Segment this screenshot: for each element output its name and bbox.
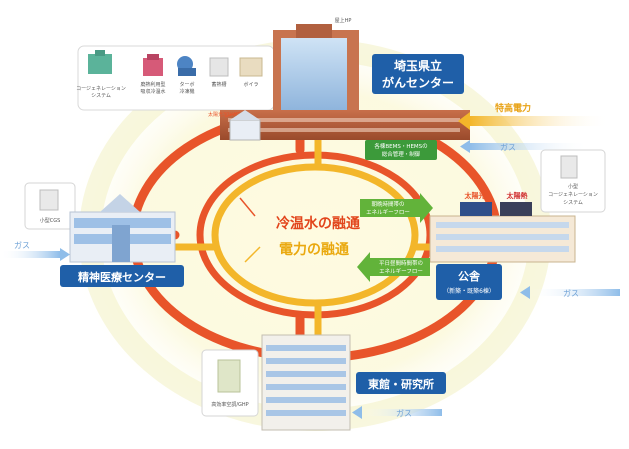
- gas-arrow-east-wing: ガス: [352, 406, 442, 419]
- helipad-label: 屋上HP: [335, 17, 352, 24]
- public-housing-building: 太陽光 太陽熱 小型 コージェネレーション システム: [429, 149, 606, 263]
- public-housing-subtitle: （新築・既築6棟）: [443, 287, 495, 295]
- equipment-label-cogeneration-2: システム: [91, 93, 111, 99]
- ghp-label: 高効率空調/GHP: [211, 401, 248, 408]
- equipment-label-boiler: ボイラ: [243, 81, 258, 88]
- public-housing-title-text: 公舎: [458, 269, 481, 283]
- morning-evening-flow-arrow: 朝晩時間帯の エネルギーフロー: [360, 193, 433, 223]
- ghp-icon: [217, 359, 241, 393]
- power-pointer: [244, 246, 261, 263]
- gas-label-cancer-center: ガス: [500, 142, 516, 152]
- morning-evening-flow-line2: エネルギーフロー: [366, 209, 410, 216]
- weekday-daytime-flow-line1: 平日昼間時間帯の: [379, 259, 423, 267]
- cogeneration-icon: [88, 54, 112, 74]
- small-cogen-label-1: 小型: [568, 183, 578, 190]
- small-cogen-label-2: コージェネレーション: [548, 192, 598, 198]
- cancer-center-building: コージェネレーション システム 廃熱利用型 吸収冷温水 ターボ 冷凍機 蓄熱槽 …: [76, 17, 470, 160]
- equipment-label-turbo: ターボ: [179, 81, 194, 88]
- absorption-chiller-icon: [143, 58, 163, 76]
- small-cogen-panel: [540, 149, 606, 213]
- solar-thermal-label: 太陽熱: [507, 191, 528, 200]
- weekday-daytime-flow-line2: エネルギーフロー: [379, 268, 423, 275]
- psychiatric-center-building: 小型CGS: [24, 182, 176, 263]
- east-wing-title: 東館・研究所: [356, 372, 446, 394]
- small-cgs-label: 小型CGS: [40, 217, 61, 224]
- east-wing-title-text: 東館・研究所: [368, 377, 434, 391]
- cold-water-pointer: [239, 197, 256, 217]
- bems-label-box: [365, 140, 437, 160]
- special-power-arrow: 特高電力: [458, 102, 610, 130]
- solar-thermal-panel: [500, 202, 532, 216]
- gas-arrow-psychiatric: ガス: [0, 240, 70, 261]
- power-label: 電力の融通: [279, 241, 349, 258]
- bems-label-line1: 各棟BEMS・HEMSの: [374, 142, 427, 150]
- small-cogen-icon: [560, 155, 578, 179]
- cold-water-label: 冷温水の融通: [276, 215, 360, 232]
- cancer-center-title: 埼玉県立 がんセンター: [372, 54, 464, 94]
- psychiatric-center-title: 精神医療センター: [60, 265, 184, 287]
- boiler-icon: [239, 57, 263, 77]
- equipment-label-absorption-2: 吸収冷温水: [140, 88, 165, 95]
- small-cgs-icon: [39, 189, 59, 211]
- storage-tank-icon: [209, 57, 229, 77]
- small-cogen-label-3: システム: [563, 200, 583, 206]
- solar-pv-panel: [460, 202, 492, 216]
- bems-label-line2: 総合管理・制御: [382, 150, 421, 158]
- cancer-center-title-line1: 埼玉県立: [394, 58, 442, 73]
- equipment-label-absorption: 廃熱利用型: [140, 81, 165, 88]
- public-housing-title: 公舎 （新築・既築6棟）: [436, 264, 502, 300]
- weekday-daytime-flow-arrow: 平日昼間時間帯の エネルギーフロー: [357, 252, 430, 282]
- gas-arrow-cancer-center: ガス: [460, 140, 590, 153]
- equipment-label-cogeneration: コージェネレーション: [76, 86, 126, 92]
- equipment-label-turbo-2: 冷凍機: [179, 88, 194, 95]
- gas-label-east-wing: ガス: [396, 408, 412, 418]
- special-power-label: 特高電力: [495, 102, 531, 114]
- equipment-label-storage: 蓄熱槽: [211, 81, 226, 88]
- solar-pv-label: 太陽光: [465, 191, 486, 200]
- solar-30kw-label: 太陽光30kW: [208, 111, 237, 118]
- cancer-center-title-line2: がんセンター: [382, 75, 454, 90]
- gas-arrow-public-housing: ガス: [520, 286, 620, 299]
- gas-label-public-housing: ガス: [563, 288, 579, 298]
- east-wing-building: 高効率空調/GHP: [201, 334, 351, 431]
- cancer-center-wing: [220, 110, 470, 140]
- morning-evening-flow-line1: 朝晩時間帯の: [371, 200, 404, 208]
- gas-label-psychiatric: ガス: [14, 240, 30, 250]
- psychiatric-center-title-text: 精神医療センター: [78, 270, 166, 284]
